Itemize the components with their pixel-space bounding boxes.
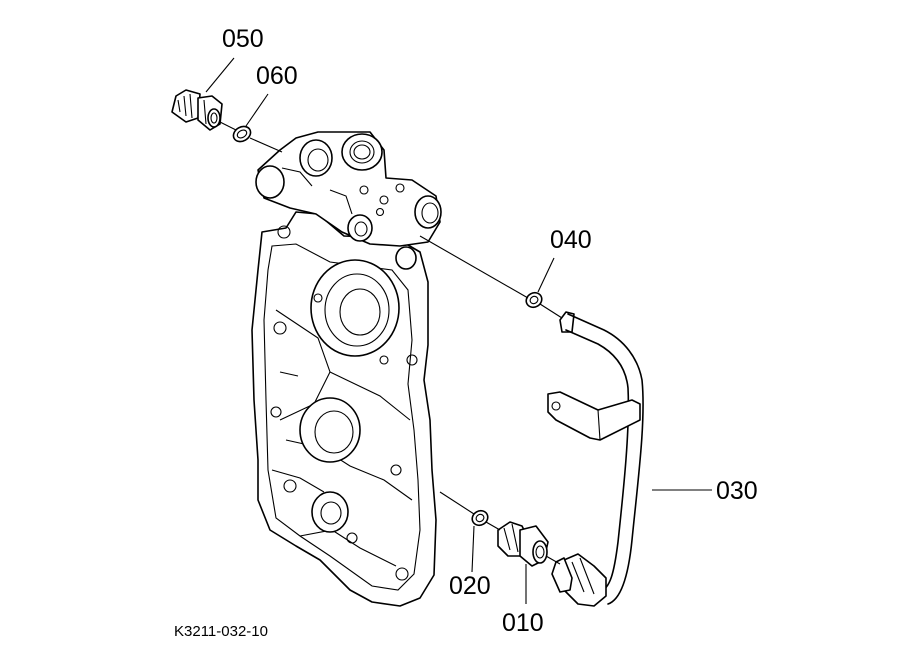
housing-cover (251, 211, 437, 607)
part-040-oring (525, 291, 543, 309)
label-050: 050 (222, 25, 264, 53)
label-010: 010 (502, 609, 544, 637)
label-040: 040 (550, 226, 592, 254)
part-050-fitting (171, 89, 223, 131)
part-020-oring (471, 509, 489, 527)
label-060: 060 (256, 62, 298, 90)
valve-block (255, 131, 442, 270)
part-030-pipe (547, 311, 644, 607)
part-060-oring (232, 125, 252, 143)
label-020: 020 (449, 572, 491, 600)
leader-lines (205, 57, 712, 604)
drawing-code: K3211-032-10 (174, 623, 268, 640)
part-010-adapter (497, 521, 549, 567)
label-030: 030 (716, 477, 758, 505)
